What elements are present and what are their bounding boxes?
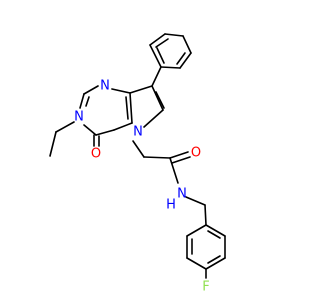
bond-pyrrole-1 [129,85,153,94]
bond-pyrrole-2 [151,85,164,111]
bond-pyrimidine-3 [79,93,85,109]
bond-chain-1 [132,140,145,158]
bond-phenyl-3 [182,35,192,54]
bond-pyrrole-4 [129,92,133,124]
atom-n-amide: N [177,187,187,202]
bond-fbenzyl-double-a [207,230,221,239]
bond-phenyl-4 [179,52,192,69]
bond-amide-cn [169,157,179,184]
atom-n-ring-top: N [100,79,110,94]
bond-amide-carbonyl-a [169,151,189,159]
bond-fbenzyl-1 [205,224,226,237]
bond-phenyl-6 [149,44,162,68]
bond-phenyl-2 [164,33,184,37]
bond-ethyl-1 [55,121,75,133]
bond-phenyl-double-a [155,38,169,48]
molecule-structure-diagram: N N N O O N H F [0,0,300,300]
bond-pyrimidine-6 [113,122,133,131]
bond-fbenzyl-4 [186,257,207,270]
bond-n-ch2 [185,196,206,206]
atom-f-para: F [202,280,209,295]
bond-fbenzyl-double-b [207,255,221,264]
bond-fbenzyl-6 [186,224,207,237]
bond-phenyl-5 [160,66,181,69]
bond-fbenzyl-3 [205,257,226,270]
bond-phenyl-pyrrole [151,66,162,87]
bond-ch2-ring [204,204,207,226]
bond-pyrrole-3 [143,109,164,128]
atom-n-ring-left: N [74,110,84,125]
bond-chain-2 [143,156,171,159]
diagram-background [0,0,300,300]
bonds [49,33,226,279]
bond-amide-carbonyl-b [171,156,191,164]
bond-pyrimidine-fused-double [125,96,129,120]
bond-pyrimidine-5 [95,129,115,136]
bond-pyrrole-double [155,91,165,109]
bond-ethyl-2 [49,131,57,157]
bond-phenyl-1 [149,33,166,46]
bond-pyrimidine-1 [111,88,131,94]
bond-pyrimidine-2 [83,85,99,95]
bond-pyrimidine-double [85,96,90,107]
atom-o-amide: O [191,146,201,161]
atom-h-amide: H [166,198,176,213]
atom-o-ring-carbonyl: O [91,147,101,162]
atom-n-pyrrole: N [133,125,143,140]
bond-phenyl-double-b [176,52,186,65]
atom-labels: N N N O O N H F [74,79,210,295]
bond-pyrimidine-4 [83,124,97,136]
bond-phenyl-double-c [156,47,165,64]
